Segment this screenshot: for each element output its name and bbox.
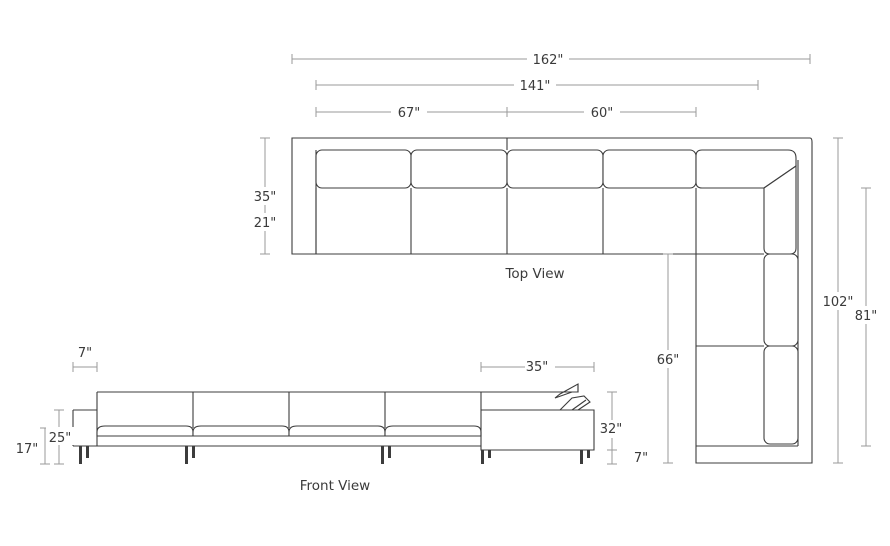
dim-chaise-length: 66" bbox=[657, 353, 680, 368]
sofa-leg bbox=[185, 446, 188, 464]
back-cushion bbox=[410, 149, 508, 189]
sofa-leg bbox=[79, 446, 82, 464]
dim-arm-width: 7" bbox=[78, 346, 92, 361]
chaise-back-cushion bbox=[554, 383, 591, 411]
dim-back-height: 25" bbox=[49, 431, 72, 446]
dim-right-section: 60" bbox=[591, 106, 614, 121]
front-view-drawing bbox=[72, 383, 595, 464]
top-view-drawing bbox=[291, 137, 813, 464]
sofa-leg bbox=[481, 450, 484, 464]
top-view-outline bbox=[291, 137, 813, 464]
back-cushion bbox=[602, 149, 697, 189]
top-view-label: Top View bbox=[504, 266, 564, 282]
front-seat-cushion bbox=[384, 425, 482, 437]
back-cushion bbox=[763, 345, 799, 445]
back-cushion bbox=[763, 253, 799, 347]
dim-overall-length: 102" bbox=[823, 295, 854, 310]
dim-overall-width: 162" bbox=[533, 53, 564, 68]
back-cushion bbox=[315, 149, 412, 189]
seat-cushion bbox=[315, 138, 604, 254]
back-cushion bbox=[506, 149, 604, 189]
dim-inner-width: 141" bbox=[520, 79, 551, 94]
front-view-chaise bbox=[480, 409, 595, 451]
sofa-leg bbox=[192, 446, 195, 458]
corner-back-cushion bbox=[695, 149, 797, 189]
dim-left-section: 67" bbox=[398, 106, 421, 121]
sofa-leg bbox=[488, 450, 491, 458]
front-seat-cushion bbox=[192, 425, 290, 437]
front-view-label: Front View bbox=[300, 478, 370, 494]
dim-chaise-back-height: 32" bbox=[600, 422, 623, 437]
front-seat-cushion bbox=[96, 425, 194, 437]
sofa-leg bbox=[580, 450, 583, 464]
dim-seat-depth: 21" bbox=[254, 216, 277, 231]
seat-cushion bbox=[695, 188, 764, 347]
sofa-leg bbox=[381, 446, 384, 464]
sofa-leg bbox=[587, 450, 590, 458]
front-view-dimensions: 7" 35" 25" 17" 32" 7" Front View bbox=[14, 346, 648, 494]
sofa-leg bbox=[388, 446, 391, 458]
dim-inner-length: 81" bbox=[855, 309, 878, 324]
dim-leg-height: 7" bbox=[634, 451, 648, 466]
front-view-back bbox=[97, 384, 579, 393]
dim-seat-height: 17" bbox=[16, 442, 39, 457]
sofa-leg bbox=[86, 446, 89, 458]
dim-depth: 35" bbox=[254, 190, 277, 205]
top-view-dimensions: 162" 141" 67" 60" 35" 21" 66" 102" 81" T… bbox=[252, 50, 883, 464]
front-seat-cushion bbox=[288, 425, 386, 437]
dim-chaise-depth: 35" bbox=[526, 360, 549, 375]
